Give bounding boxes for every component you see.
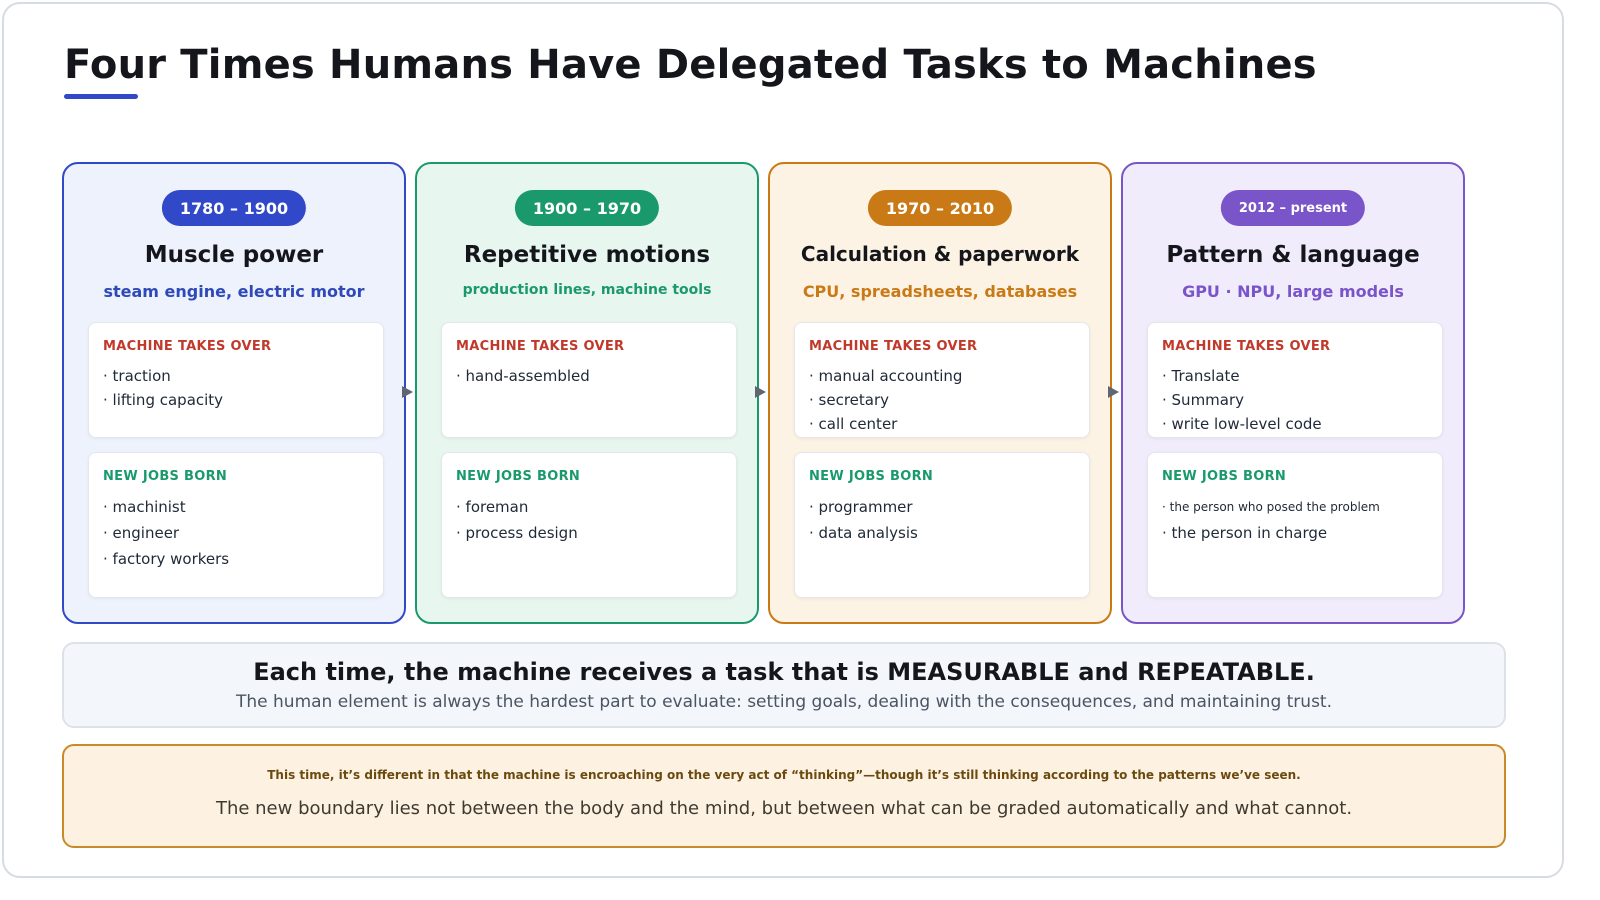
era-name: Muscle power: [144, 242, 324, 268]
conclusion-box: This time, it’s different in that the ma…: [62, 744, 1506, 848]
takes-over-heading: MACHINE TAKES OVER: [1162, 339, 1331, 354]
list-item: · the person in charge: [1162, 524, 1328, 542]
era-card-calculation-paperwork: 1970 – 2010 Calculation & paperwork CPU,…: [768, 162, 1112, 624]
takes-over-heading: MACHINE TAKES OVER: [103, 339, 272, 354]
era-period-badge: 2012 – present: [1220, 190, 1366, 226]
list-item: · programmer: [809, 498, 913, 516]
new-jobs-heading: NEW JOBS BORN: [1162, 469, 1287, 484]
era-technology: production lines, machine tools: [462, 282, 712, 298]
list-item: · foreman: [456, 498, 529, 516]
new-jobs-card: NEW JOBS BORN · foreman · process design: [441, 452, 737, 598]
title-underline: [64, 94, 138, 99]
list-item: · engineer: [103, 524, 180, 542]
era-technology: GPU · NPU, large models: [1182, 282, 1404, 301]
takes-over-card: MACHINE TAKES OVER · manual accounting ·…: [794, 322, 1090, 438]
era-card-pattern-language: 2012 – present Pattern & language GPU · …: [1121, 162, 1465, 624]
new-jobs-heading: NEW JOBS BORN: [809, 469, 934, 484]
list-item: · Translate: [1162, 367, 1240, 385]
new-jobs-heading: NEW JOBS BORN: [103, 469, 228, 484]
takes-over-card: MACHINE TAKES OVER · traction · lifting …: [88, 322, 384, 438]
conclusion-preface: This time, it’s different in that the ma…: [267, 768, 1301, 782]
era-name: Repetitive motions: [463, 242, 711, 268]
takes-over-heading: MACHINE TAKES OVER: [809, 339, 978, 354]
era-period-badge: 1970 – 2010: [867, 190, 1013, 226]
arrow-right-icon: [1108, 386, 1119, 398]
era-card-repetitive-motions: 1900 – 1970 Repetitive motions productio…: [415, 162, 759, 624]
era-period-badge: 1780 – 1900: [161, 190, 307, 226]
list-item: · secretary: [809, 391, 890, 409]
summary-subtext: The human element is always the hardest …: [236, 692, 1332, 712]
new-jobs-card: NEW JOBS BORN · the person who posed the…: [1147, 452, 1443, 598]
list-item: · write low-level code: [1162, 415, 1322, 433]
era-name: Calculation & paperwork: [800, 242, 1080, 266]
era-technology: steam engine, electric motor: [103, 282, 365, 301]
summary-headline: Each time, the machine receives a task t…: [253, 658, 1315, 686]
takes-over-heading: MACHINE TAKES OVER: [456, 339, 625, 354]
list-item: · manual accounting: [809, 367, 963, 385]
new-jobs-card: NEW JOBS BORN · programmer · data analys…: [794, 452, 1090, 598]
summary-box: Each time, the machine receives a task t…: [62, 642, 1506, 728]
list-item: · hand-assembled: [456, 367, 590, 385]
takes-over-card: MACHINE TAKES OVER · Translate · Summary…: [1147, 322, 1443, 438]
arrow-right-icon: [755, 386, 766, 398]
list-item: · factory workers: [103, 550, 230, 568]
list-item: · call center: [809, 415, 898, 433]
era-technology: CPU, spreadsheets, databases: [802, 282, 1078, 301]
list-item: · machinist: [103, 498, 186, 516]
era-name: Pattern & language: [1166, 242, 1420, 268]
list-item: · the person who posed the problem: [1162, 500, 1380, 514]
list-item: · traction: [103, 367, 171, 385]
new-jobs-card: NEW JOBS BORN · machinist · engineer · f…: [88, 452, 384, 598]
new-jobs-heading: NEW JOBS BORN: [456, 469, 581, 484]
conclusion-statement: The new boundary lies not between the bo…: [215, 798, 1353, 819]
era-period-badge: 1900 – 1970: [514, 190, 660, 226]
page-title: Four Times Humans Have Delegated Tasks t…: [64, 42, 1317, 88]
list-item: · Summary: [1162, 391, 1245, 409]
arrow-right-icon: [402, 386, 413, 398]
list-item: · lifting capacity: [103, 391, 224, 409]
list-item: · process design: [456, 524, 578, 542]
list-item: · data analysis: [809, 524, 918, 542]
takes-over-card: MACHINE TAKES OVER · hand-assembled: [441, 322, 737, 438]
era-card-muscle-power: 1780 – 1900 Muscle power steam engine, e…: [62, 162, 406, 624]
